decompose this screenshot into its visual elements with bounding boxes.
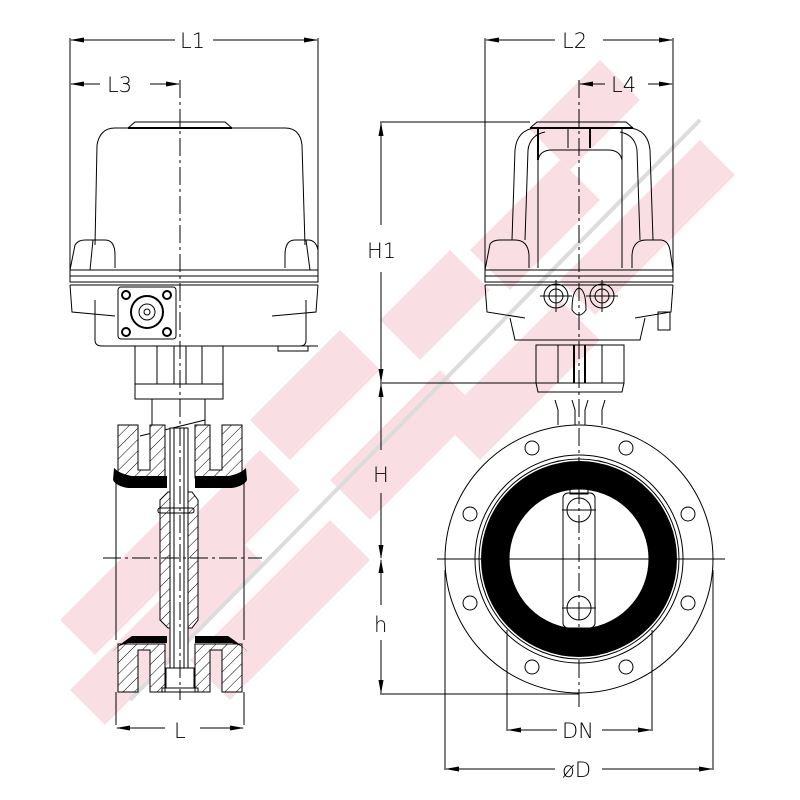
dim-label-l3: L3 [107, 73, 132, 97]
dim-label-dn: DN [562, 719, 594, 743]
dim-label-h-lower: h [374, 613, 387, 637]
side-view [69, 80, 319, 725]
front-view [437, 80, 725, 710]
dim-label-h1: H1 [367, 239, 396, 263]
dim-label-l: L [174, 719, 186, 743]
dim-label-l4: L4 [611, 73, 636, 97]
dim-label-h: H [373, 463, 389, 487]
dimension-labels: L1 L3 L2 L4 H1 H h L DN øD [107, 29, 636, 782]
dim-label-l2: L2 [562, 29, 587, 53]
dim-label-od: øD [562, 758, 591, 782]
dimension-lines [69, 37, 714, 772]
dim-label-l1: L1 [180, 29, 205, 53]
